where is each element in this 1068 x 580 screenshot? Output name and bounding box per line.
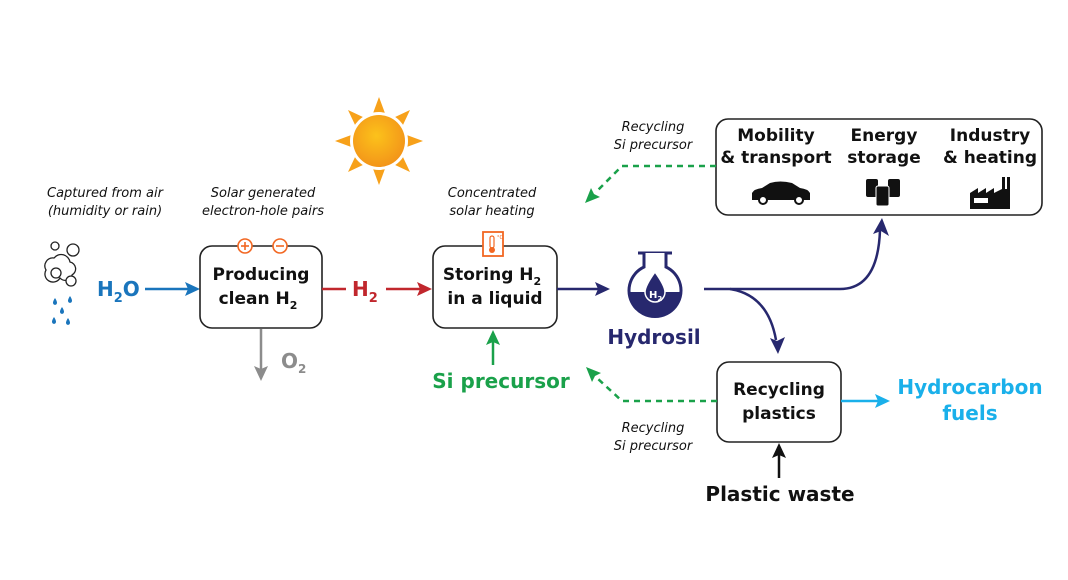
plus-charge-icon	[237, 238, 253, 254]
h2-label: H2	[352, 277, 378, 306]
application-energy-line1: Energy	[851, 126, 918, 146]
recycling-top-label: Recycling	[622, 120, 685, 135]
raindrops-icon	[52, 296, 72, 325]
plastic-waste-arrow	[772, 443, 786, 478]
application-energy-line2: storage	[847, 148, 920, 168]
factory-icon	[970, 177, 1010, 209]
storing-to-hydrosil-arrow	[557, 282, 610, 296]
si-precursor-top-label: Si precursor	[614, 138, 694, 153]
in-a-liquid-label: in a liquid	[447, 289, 542, 309]
storing-h2-node: Storing H2 in a liquid	[432, 245, 558, 329]
celsius-label: °C	[497, 235, 504, 241]
humidity-or-rain-label: (humidity or rain)	[48, 204, 162, 219]
recycling-plastics-node: Recycling plastics	[716, 361, 842, 443]
si-precursor-bottom-label: Si precursor	[614, 439, 694, 454]
hydrocarbon-label: Hydrocarbon	[897, 375, 1042, 399]
o2-label: O2	[281, 349, 306, 376]
solar-heating-label: solar heating	[449, 204, 534, 219]
application-industry-line2: & heating	[943, 148, 1037, 168]
cloud-icon	[44, 241, 80, 287]
plastic-waste-label: Plastic waste	[705, 482, 854, 506]
recycling-si-top-arrow	[585, 164, 716, 203]
concentrated-label: Concentrated	[448, 186, 537, 201]
flask-icon: H2	[627, 251, 683, 319]
producing-clean-h2-node: Producing clean H2	[199, 245, 323, 329]
h2o-label: H2O	[97, 277, 140, 306]
recycling-label: Recycling	[733, 380, 825, 400]
clean-h2-label: clean H2	[219, 289, 298, 312]
hydrosil-to-applications-arrow	[704, 218, 889, 291]
hydrosil-to-recycling-arrow	[729, 287, 785, 354]
captured-from-air-label: Captured from air	[47, 186, 165, 201]
h2-arrow	[322, 282, 432, 296]
flask-h2-label: H2	[649, 290, 662, 303]
thermometer-icon: °C	[482, 231, 504, 257]
recycling-si-bottom-arrow	[586, 367, 717, 403]
hydrosil-label: Hydrosil	[607, 325, 700, 349]
o2-arrow	[254, 329, 268, 381]
car-icon	[752, 181, 810, 205]
producing-label: Producing	[213, 265, 310, 285]
sun-icon	[335, 97, 423, 185]
recycling-bottom-label: Recycling	[622, 421, 685, 436]
application-mobility-line1: Mobility	[737, 126, 814, 146]
si-precursor-arrow	[486, 330, 500, 365]
application-industry-line1: Industry	[950, 126, 1030, 146]
si-precursor-label: Si precursor	[432, 369, 570, 393]
electron-hole-pairs-label: electron-hole pairs	[202, 204, 324, 219]
minus-charge-icon	[272, 238, 288, 254]
application-mobility-line2: & transport	[720, 148, 831, 168]
plastics-label: plastics	[742, 404, 816, 424]
h2o-arrow	[145, 282, 200, 296]
fuels-label: fuels	[942, 401, 997, 425]
hydrocarbon-arrow	[841, 394, 890, 408]
barrels-icon	[866, 179, 900, 207]
solar-generated-label: Solar generated	[211, 186, 316, 201]
storing-h2-label: Storing H2	[443, 265, 541, 288]
